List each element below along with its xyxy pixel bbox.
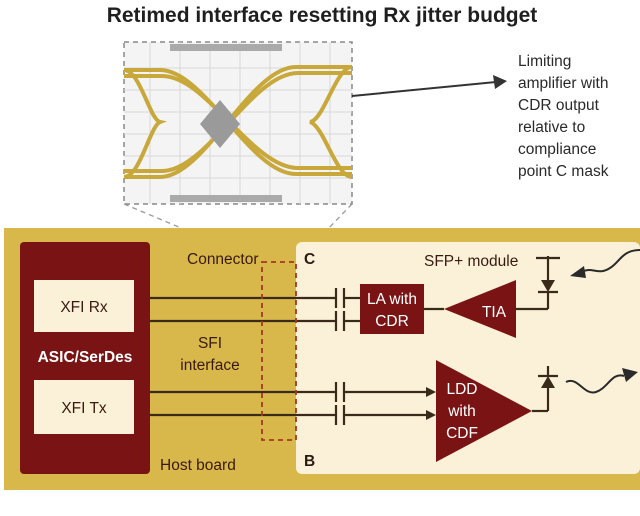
sfi-label-2: interface: [180, 357, 239, 374]
tx-arrow-1: [426, 387, 436, 397]
optical-output-arrowhead: [622, 368, 638, 382]
optical-input-arrowhead: [570, 266, 586, 278]
rx-ac-caps: [334, 288, 346, 331]
callout-line-6: point C mask: [518, 163, 609, 180]
tx-ac-caps: [334, 382, 346, 425]
callout-line-2: amplifier with: [518, 75, 608, 92]
callout-arrowhead: [493, 75, 507, 89]
compliance-mask: [200, 100, 240, 148]
tia-label: TIA: [482, 304, 507, 321]
laser-diode-symbol: [541, 376, 555, 388]
sfi-label-1: SFI: [198, 335, 222, 352]
tia-amplifier: [444, 280, 516, 338]
xfi-rx-box: [34, 280, 134, 332]
mask-top-bar: [170, 44, 282, 51]
mask-bottom-bar: [170, 195, 282, 202]
ldd-label-1: LDD: [446, 381, 477, 398]
xfi-rx-label: XFI Rx: [60, 299, 108, 316]
tx-lines: [150, 390, 430, 417]
connector-label: Connector: [187, 251, 259, 268]
connector-box: [261, 261, 297, 441]
point-c-label: C: [304, 251, 315, 268]
tx-arrow-2: [426, 410, 436, 420]
callout-line-5: compliance: [518, 141, 596, 158]
sfp-module-label: SFP+ module: [424, 253, 518, 270]
rx-lines: [150, 296, 360, 323]
diagram-title: Retimed interface resetting Rx jitter bu…: [107, 4, 538, 27]
ldd-label-2: with: [447, 403, 476, 420]
callout-line-1: Limiting: [518, 53, 571, 70]
callout-line-3: CDR output: [518, 97, 600, 114]
xfi-tx-label: XFI Tx: [61, 400, 107, 417]
la-cdr-block: [360, 284, 424, 334]
ldd-label-3: CDF: [446, 425, 478, 442]
point-b-label: B: [304, 453, 315, 470]
host-board-label: Host board: [160, 457, 236, 474]
ldd-cdf-driver: [436, 360, 532, 462]
xfi-tx-box: [34, 380, 134, 434]
la-cdr-label-2: CDR: [375, 313, 409, 330]
photodiode-symbol: [541, 280, 555, 292]
callout-line: [351, 81, 497, 97]
eye-diagram: [123, 41, 353, 205]
la-cdr-label-1: LA with: [367, 291, 417, 308]
optical-output-wave: [565, 374, 625, 394]
callout-line-4: relative to: [518, 119, 585, 136]
optical-input-wave: [581, 249, 640, 273]
asic-serdes-label: ASIC/SerDes: [38, 349, 133, 366]
